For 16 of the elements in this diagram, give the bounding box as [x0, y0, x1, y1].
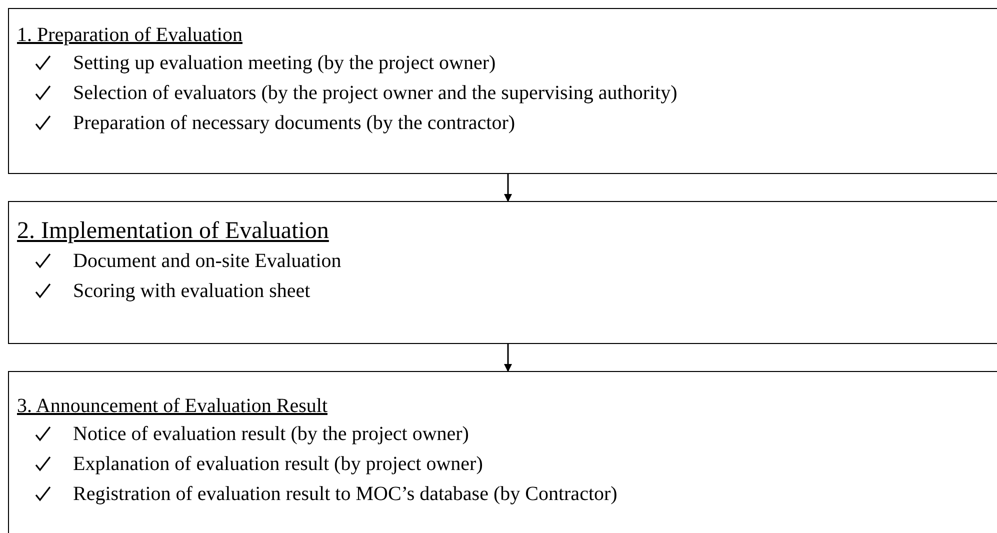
- step-item: Document and on-site Evaluation: [73, 250, 342, 272]
- step-heading: 3. Announcement of Evaluation Result: [17, 394, 328, 419]
- process-box: [8, 8, 997, 174]
- arrow: [504, 174, 512, 202]
- step-item: Preparation of necessary documents (by the contractor): [73, 112, 516, 134]
- step-item: Explanation of evaluation result (by project owner): [73, 452, 483, 476]
- step-item: Notice of evaluation result (by the project owner): [73, 422, 469, 446]
- arrow: [504, 344, 512, 372]
- step-heading: 1. Preparation of Evaluation: [17, 23, 244, 48]
- step-heading: 2. Implementation of Evaluation: [17, 217, 330, 246]
- step-item: Setting up evaluation meeting (by the project owner): [73, 52, 496, 74]
- step-item: Selection of evaluators (by the project owner and the supervising authority): [73, 82, 678, 104]
- process-box: [8, 371, 997, 533]
- process-box: [8, 201, 997, 344]
- step-item: Registration of evaluation result to MOC’s database (by Contractor): [73, 482, 618, 506]
- step-item: Scoring with evaluation sheet: [73, 280, 310, 302]
